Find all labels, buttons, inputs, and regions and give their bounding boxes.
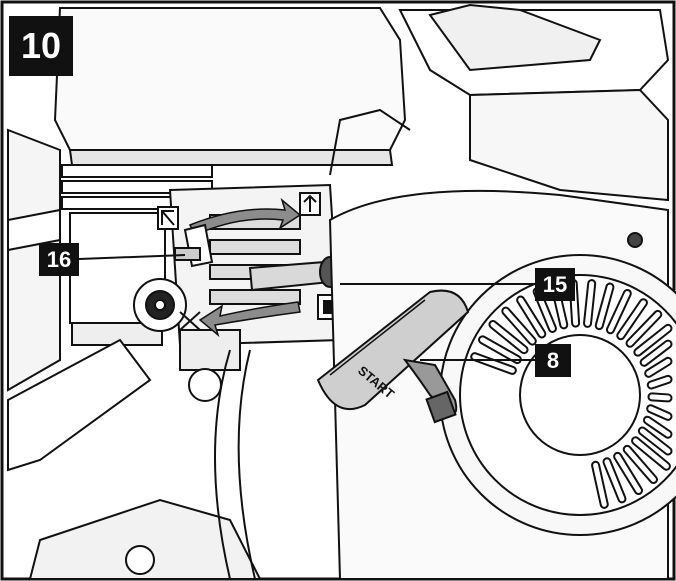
vent-slot-inner xyxy=(503,308,535,344)
vent-slot-inner xyxy=(649,394,671,401)
leader-16 xyxy=(78,254,186,260)
vent-slot-inner xyxy=(639,428,671,454)
callout-8: 8 xyxy=(535,344,571,377)
choke-rotation-arrows xyxy=(188,197,302,338)
vent-slot-inner xyxy=(624,446,656,483)
vent-slot-inner xyxy=(633,438,669,469)
vent-slot-inner xyxy=(518,297,545,337)
callout-15: 15 xyxy=(535,268,575,301)
vent-slot-inner xyxy=(585,281,595,326)
vent-slot-inner xyxy=(648,406,671,419)
figure-number: 10 xyxy=(9,16,73,76)
vent-slot-inner xyxy=(618,300,646,339)
engine-top-housing xyxy=(53,3,670,202)
vent-slot-inner xyxy=(490,322,527,353)
choke-symbol-icon xyxy=(157,206,179,230)
vent-slot-inner xyxy=(593,462,607,507)
vent-slot-inner xyxy=(627,311,661,346)
callout-leaders xyxy=(78,254,535,361)
vent-slot-inner xyxy=(641,341,671,365)
vent-slot-inner xyxy=(646,358,671,376)
vent-slot-inner xyxy=(635,325,671,355)
callout-16: 16 xyxy=(39,243,79,276)
vent-slot-inner xyxy=(607,290,630,333)
starter-handle: START xyxy=(316,289,470,424)
vent-slot-inner xyxy=(615,453,642,493)
closed-x-icon xyxy=(179,311,201,331)
vent-slot-inner xyxy=(480,337,520,363)
fuel-tubes xyxy=(214,108,411,580)
vent-slot-inner xyxy=(644,417,671,437)
vent-slot-inner xyxy=(648,376,671,388)
vent-slot-inner xyxy=(472,354,515,373)
frame-bars xyxy=(7,128,262,580)
choke-lever xyxy=(174,223,214,268)
valve-open-icon xyxy=(299,192,321,216)
vent-slot-inner xyxy=(596,284,613,329)
vent-slot-inner xyxy=(604,459,625,502)
